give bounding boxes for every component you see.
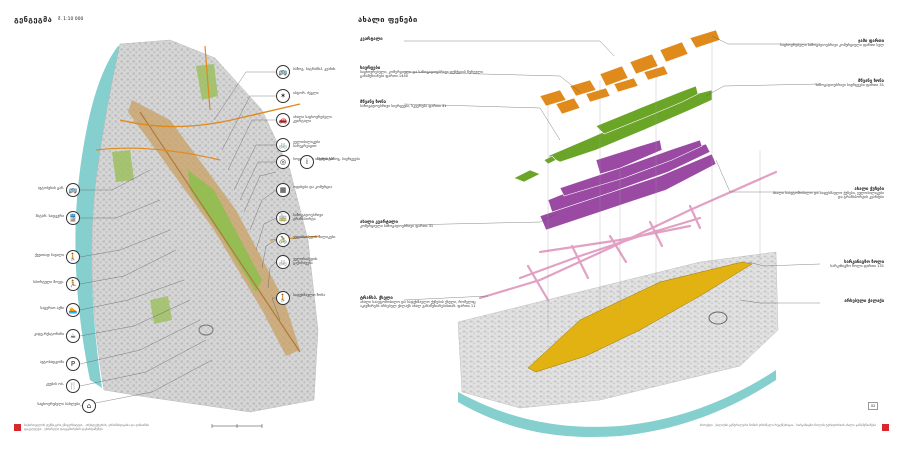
cafe-icon: ☕: [66, 329, 80, 343]
label-right-2-tag: ახალი ქუჩები: [854, 186, 884, 191]
bus-stop-icon: 🚌: [66, 183, 80, 197]
bike-icon: 🚲: [276, 138, 290, 152]
parking-icon: P: [66, 357, 80, 371]
legend-label: ახალი საცხოვრებელი კვარტალი: [293, 115, 332, 124]
right-logo: [882, 424, 889, 431]
legend-leaders-left: [79, 169, 213, 407]
legend-label: ველოსიპედის გაქირავება: [293, 257, 318, 266]
legend-label: კაფე-რესტორანი: [34, 332, 64, 336]
legend-label: საცურაო აუზი: [40, 306, 64, 310]
running-icon: 🏃: [66, 277, 80, 291]
legend-label: ავტობუსის გაჩ.: [37, 186, 64, 190]
legend-label: საზოგადოებრივი ტრანსპორტი: [293, 213, 324, 222]
label-right-2: ახალი ქუჩები ახალი საავტომობილო და საფეხ…: [772, 186, 884, 200]
label-left-4: ტრანსპ. ქსელი ახალი საავტომობილო და საფე…: [360, 295, 484, 309]
label-left-0-tag: კვარტალი: [360, 36, 383, 41]
left-footer: საქართველოს ტექნიკური უნივერსიტეტი · არქ…: [24, 423, 149, 431]
legend-leaders-right: [213, 71, 281, 321]
green-spine: [188, 170, 262, 292]
legend-label: სოციალური ინფრასტრ.: [293, 157, 335, 161]
legend-label: ახალი საზოგ. სივრცეები: [317, 157, 360, 161]
layer-drop-lines: [547, 38, 761, 330]
river-right: [458, 370, 776, 437]
restaurant-icon: 🍴: [66, 379, 80, 393]
info-icon: i: [300, 155, 314, 169]
label-left-3-text: კომერციული საზოგადოებრივი ფართი 31: [360, 224, 434, 229]
road-orange-3: [204, 45, 211, 111]
leaders-right-panel-right: [705, 35, 821, 304]
label-left-1-tag: სივრცები: [360, 65, 381, 70]
right-title: ახალი ფენები: [358, 15, 418, 24]
stadium-left: [198, 324, 214, 336]
masterplan-map: [75, 39, 321, 428]
label-right-1-tag: მწვანე ზონა: [858, 78, 884, 83]
label-left-3: ახალი კვარტალი კომერციული საზოგადოებრივი…: [360, 219, 490, 229]
label-left-4-text: ახალი საავტომობილო და საფეხმავლო ქუჩების…: [360, 300, 476, 309]
label-right-4: არსებული ქალაქი: [772, 298, 884, 303]
left-title: გენგეგმა: [14, 15, 53, 24]
legend-label: ველობილიკები სარეკრეაციო: [293, 140, 321, 149]
label-right-3-tag: სარკინიგზო ზოლი: [844, 259, 884, 264]
label-right-3-text: სარკინიგზო ზოლი ფართი 131: [830, 264, 884, 269]
label-left-2-text: საზოგადოებრივი სივრცეები, სკვერები ფართი…: [360, 104, 447, 109]
sparkle-icon: ✶: [276, 89, 290, 103]
bike2-icon: 🚲: [276, 255, 290, 269]
river-left: [75, 46, 130, 388]
building-icon: ▦: [276, 183, 290, 197]
legend-label: კვების ობ.: [45, 382, 64, 386]
label-left-4-tag: ტრანსპ. ქსელი: [360, 295, 393, 300]
legend-label: ქვეითად სავალი: [34, 253, 64, 257]
train-icon: 🚆: [66, 211, 80, 225]
cyclist-icon: 🚴: [276, 233, 290, 247]
tram-icon: 🚋: [276, 211, 290, 225]
page-number-badge: 02: [868, 402, 879, 410]
label-right-0-text: საცხოვრებელი საზოგადოებრივი კომერციული ფ…: [780, 43, 884, 48]
rings-icon: ◎: [276, 155, 290, 169]
stadium-right: [708, 311, 728, 325]
road-orange-2: [95, 147, 221, 161]
legend-label: საცხოვრებელი სახლები: [37, 402, 80, 406]
park-sw: [150, 296, 172, 324]
label-left-1: სივრცები საცხოვრებელი, კომერციული და საზ…: [360, 65, 496, 79]
development-strip: [128, 100, 300, 356]
label-right-2-text: ახალი საავტომობილო და საფეხმავლო ქუჩები,…: [772, 191, 884, 200]
label-right-1-text: საზოგადოებრივი სივრცეები ფართი 31: [815, 83, 884, 88]
left-scale: მ. 1:10 000: [58, 17, 84, 22]
university-logo: [14, 424, 21, 431]
label-left-1-text: საცხოვრებელი, კომერციული და საზოგადოებრი…: [360, 70, 483, 79]
label-right-4-tag: არსებული ქალაქი: [844, 298, 884, 303]
car-icon: 🚗: [276, 113, 290, 127]
label-right-0-tag: ჯამი ფართი: [858, 38, 884, 43]
pedestrian-icon: 🚶: [66, 250, 80, 264]
leaders-right-panel-left: [403, 40, 615, 301]
legend-label: მატარ. სადგური: [35, 214, 64, 218]
walk-icon: 🚶: [276, 291, 290, 305]
legend-label: ველოსიპედის ბილიკები: [293, 235, 336, 239]
label-right-0: ჯამი ფართი საცხოვრებელი საზოგადოებრივი კ…: [772, 38, 884, 48]
legend-label: ისტორ. ძეგლი: [293, 91, 319, 95]
label-right-1: მწვანე ზონა საზოგადოებრივი სივრცეები ფარ…: [772, 78, 884, 88]
axonometric-layers: [403, 29, 821, 437]
label-left-2-tag: მწვანე ზონა: [360, 99, 386, 104]
legend-label: ავტოსადგომი: [39, 360, 64, 364]
park-north: [196, 64, 218, 100]
legend-label: საზოგ. სატრანსპ. კვანძი: [293, 67, 336, 71]
label-left-2: მწვანე ზონა საზოგადოებრივი სივრცეები, სკ…: [360, 99, 480, 109]
legend-label: ოფისები და კომერცია: [293, 185, 333, 189]
layer-orange: [539, 29, 721, 115]
rail-line: [139, 111, 301, 353]
housing-icon: ⌂: [82, 399, 96, 413]
label-left-0: კვარტალი: [360, 36, 480, 41]
road-orange-1: [119, 103, 301, 128]
park-west: [112, 150, 134, 182]
legend-label: საფეხმავლო ზონა: [293, 293, 326, 297]
legend-label: სპორტული მოედ.: [32, 280, 64, 284]
layer-purple: [539, 139, 717, 231]
right-footer: პროექტი · ქალაქის ცენტრალური ზონის ურბან…: [699, 423, 876, 427]
label-left-3-tag: ახალი კვარტალი: [360, 219, 398, 224]
bus-icon: 🚌: [276, 65, 290, 79]
swimming-icon: 🏊: [66, 303, 80, 317]
label-right-3: სარკინიგზო ზოლი სარკინიგზო ზოლი ფართი 13…: [772, 259, 884, 269]
